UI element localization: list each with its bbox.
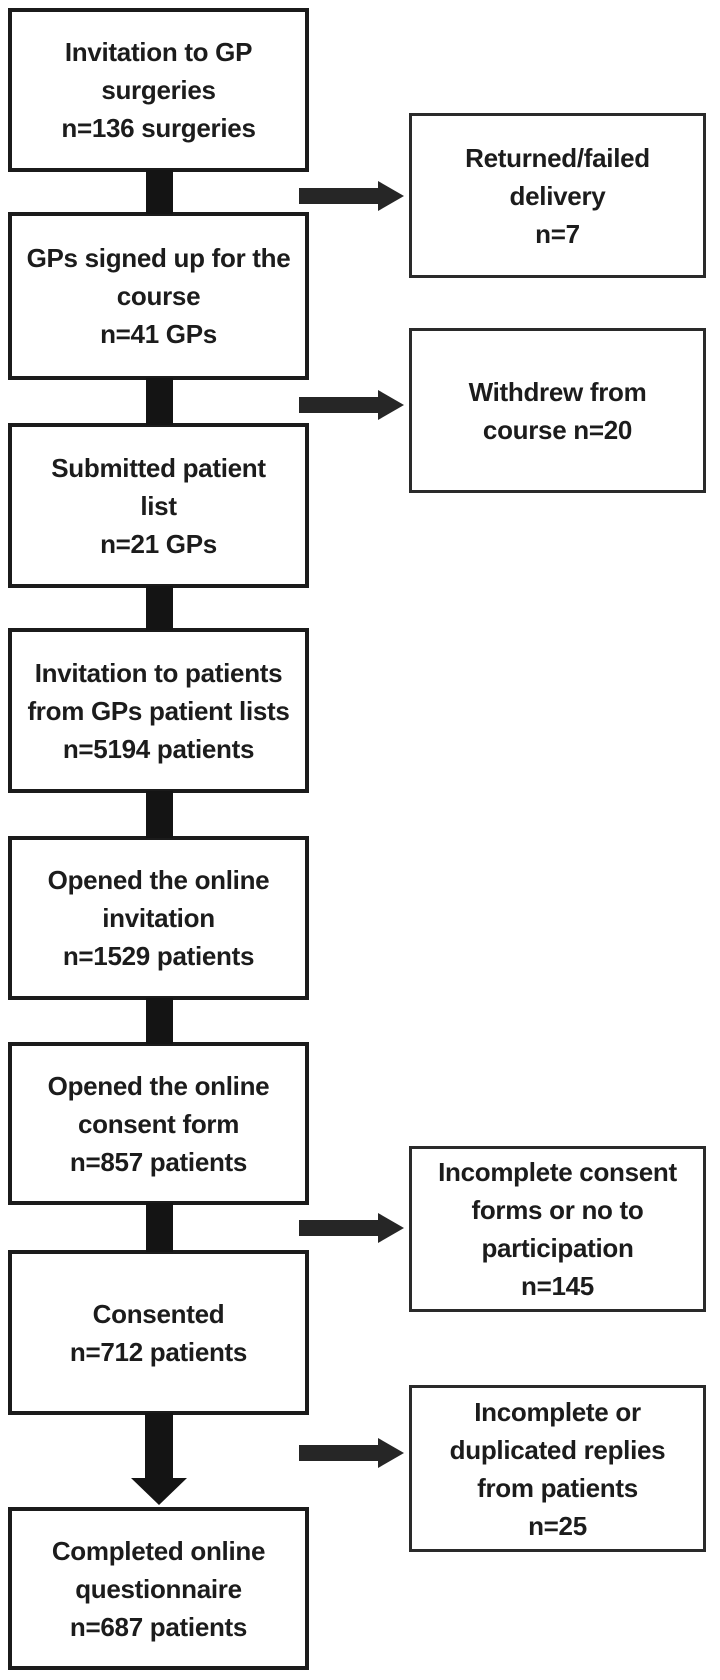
down-connector-icon <box>146 998 173 1044</box>
right-arrow-head-icon <box>378 181 404 211</box>
exclusion-box-text: n=25 <box>528 1510 587 1541</box>
exclusion-box-text: participation <box>481 1233 634 1263</box>
flow-box-text: Opened the online <box>47 865 270 895</box>
down-connector-icon <box>146 378 173 425</box>
right-arrow-icon <box>299 397 380 413</box>
exclusion-box-text: Incomplete consent <box>438 1157 677 1187</box>
down-arrow-icon <box>145 1413 173 1479</box>
down-arrow-head-icon <box>131 1478 187 1505</box>
exclusion-box-text: duplicated replies <box>449 1434 666 1465</box>
flow-box-text: n=687 patients <box>69 1611 248 1642</box>
flow-box-text: n=41 GPs <box>100 319 217 349</box>
flow-box-invitation-to-patients: Invitation to patients from GPs patient … <box>8 628 309 793</box>
flow-box-text: n=712 patients <box>69 1336 248 1367</box>
flow-box-text: invitation <box>102 903 215 933</box>
flow-box-text: Consented <box>92 1298 225 1329</box>
flow-box-text: Completed online <box>51 1535 266 1566</box>
flow-box-text: course <box>116 281 201 311</box>
flow-box-text: n=21 GPs <box>100 528 217 559</box>
flow-box-text: Opened the online <box>47 1070 270 1101</box>
right-arrow-head-icon <box>378 1438 404 1468</box>
flow-box-text: questionnaire <box>75 1573 242 1604</box>
flow-box-opened-online-consent-form: Opened the online consent form n=857 pat… <box>8 1042 309 1205</box>
exclusion-box-incomplete-consent: Incomplete consent forms or no to partic… <box>409 1146 706 1312</box>
flow-box-text: Submitted patient <box>51 452 266 483</box>
flow-box-text: GPs signed up for the <box>26 243 291 273</box>
flow-box-text: n=136 surgeries <box>61 113 256 143</box>
flow-box-text: surgeries <box>101 75 216 105</box>
flow-box-gps-signed-up: GPs signed up for the course n=41 GPs <box>8 212 309 380</box>
flow-box-text: n=857 patients <box>69 1146 248 1177</box>
flow-box-opened-online-invitation: Opened the online invitation n=1529 pati… <box>8 836 309 1000</box>
flow-box-text: consent form <box>77 1108 240 1139</box>
down-connector-icon <box>146 1203 173 1252</box>
flow-box-text: n=5194 patients <box>62 733 255 764</box>
right-arrow-head-icon <box>378 390 404 420</box>
right-arrow-icon <box>299 1220 380 1236</box>
exclusion-box-incomplete-duplicated-replies: Incomplete or duplicated replies from pa… <box>409 1385 706 1552</box>
flow-box-text: Invitation to GP <box>64 37 253 67</box>
exclusion-box-text: from patients <box>477 1472 638 1503</box>
exclusion-box-withdrew-from-course: Withdrew from course n=20 <box>409 328 706 493</box>
flow-box-text: list <box>140 490 177 521</box>
flow-box-invitation-gp-surgeries: Invitation to GP surgeries n=136 surgeri… <box>8 8 309 172</box>
exclusion-box-text: Withdrew from <box>468 376 647 407</box>
flow-box-text: from GPs patient lists <box>27 695 290 726</box>
right-arrow-head-icon <box>378 1213 404 1243</box>
down-connector-icon <box>146 586 173 630</box>
flow-box-submitted-patient-list: Submitted patient list n=21 GPs <box>8 423 309 588</box>
flow-box-consented: Consented n=712 patients <box>8 1250 309 1415</box>
exclusion-box-text: n=7 <box>535 218 580 249</box>
exclusion-box-returned-failed-delivery: Returned/failed delivery n=7 <box>409 113 706 278</box>
exclusion-box-text: forms or no to <box>471 1195 644 1225</box>
flow-box-text: Invitation to patients <box>34 657 283 688</box>
exclusion-box-text: Incomplete or <box>474 1396 641 1427</box>
right-arrow-icon <box>299 1445 380 1461</box>
exclusion-box-text: delivery <box>509 180 606 211</box>
right-arrow-icon <box>299 188 380 204</box>
down-connector-icon <box>146 791 173 838</box>
exclusion-box-text: Returned/failed <box>465 142 650 173</box>
flow-box-completed-online-questionnaire: Completed online questionnaire n=687 pat… <box>8 1507 309 1670</box>
exclusion-box-text: n=145 <box>521 1271 594 1301</box>
flow-box-text: n=1529 patients <box>62 941 255 971</box>
down-connector-icon <box>146 170 173 214</box>
exclusion-box-text: course n=20 <box>482 414 633 445</box>
